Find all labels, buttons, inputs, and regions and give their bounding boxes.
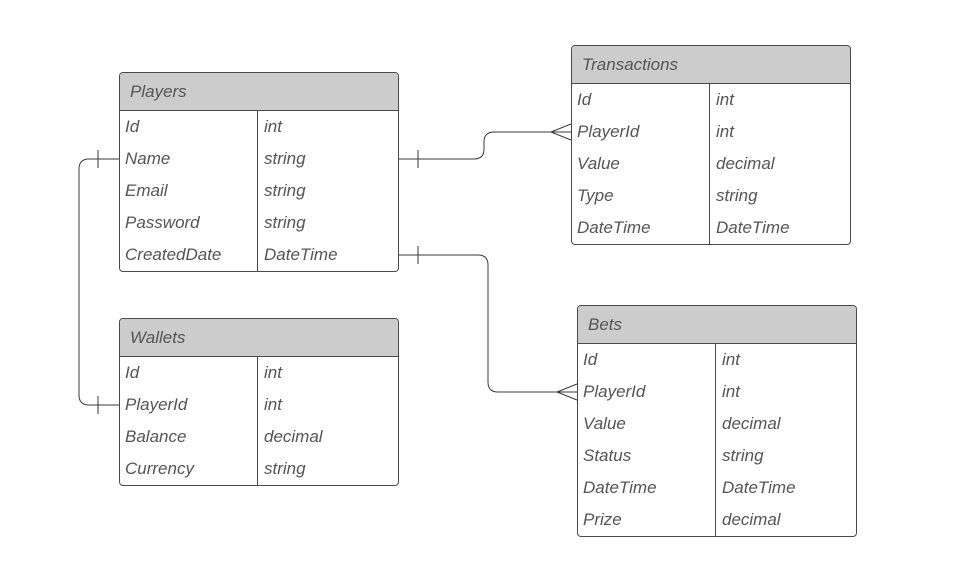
column-type: decimal <box>722 510 781 529</box>
column-name: Balance <box>120 421 258 453</box>
column-name: Type <box>572 180 710 212</box>
column-name: Password <box>120 207 258 239</box>
table-row: Password string <box>120 207 398 239</box>
table-row: Prize decimal <box>578 504 856 536</box>
column-name: Status <box>578 440 716 472</box>
column-type: int <box>264 117 282 136</box>
column-type: int <box>716 122 734 141</box>
table-row: PlayerId int <box>578 376 856 408</box>
table-row: DateTime DateTime <box>572 212 850 244</box>
column-name: Currency <box>120 453 258 485</box>
table-row: Balance decimal <box>120 421 398 453</box>
column-name: Value <box>578 408 716 440</box>
column-type: string <box>722 446 764 465</box>
table-row: Currency string <box>120 453 398 485</box>
connector-players-wallets <box>78 158 119 406</box>
column-name: Email <box>120 175 258 207</box>
column-type: decimal <box>722 414 781 433</box>
column-type: int <box>716 90 734 109</box>
column-name: Prize <box>578 504 716 536</box>
table-header: Transactions <box>572 46 850 84</box>
many-marker <box>550 123 572 141</box>
table-title: Players <box>130 81 187 101</box>
column-name: DateTime <box>572 212 710 244</box>
table-row: Status string <box>578 440 856 472</box>
table-row: Value decimal <box>578 408 856 440</box>
table-title: Transactions <box>582 54 679 74</box>
table-row: Name string <box>120 143 398 175</box>
column-name: Id <box>572 84 710 116</box>
column-type: string <box>264 459 306 478</box>
table-row: PlayerId int <box>572 116 850 148</box>
column-type: string <box>716 186 758 205</box>
column-type: string <box>264 213 306 232</box>
connector-players-bets <box>398 254 577 393</box>
column-name: Id <box>120 111 258 143</box>
column-type: DateTime <box>264 245 338 264</box>
column-name: Id <box>578 344 716 376</box>
connector-players-transactions <box>398 131 571 160</box>
column-name: PlayerId <box>578 376 716 408</box>
column-type: DateTime <box>722 478 796 497</box>
column-type: int <box>264 363 282 382</box>
table-title: Bets <box>588 314 623 334</box>
table-header: Bets <box>578 306 856 344</box>
table-header: Wallets <box>120 319 398 357</box>
column-type: string <box>264 181 306 200</box>
table-row: CreatedDate DateTime <box>120 239 398 271</box>
table-row: PlayerId int <box>120 389 398 421</box>
column-type: decimal <box>716 154 775 173</box>
table-header: Players <box>120 73 398 111</box>
column-type: int <box>722 350 740 369</box>
table-title: Wallets <box>130 327 186 347</box>
column-type: decimal <box>264 427 323 446</box>
column-name: Name <box>120 143 258 175</box>
column-name: PlayerId <box>572 116 710 148</box>
column-type: int <box>722 382 740 401</box>
column-name: Id <box>120 357 258 389</box>
column-name: PlayerId <box>120 389 258 421</box>
column-type: int <box>264 395 282 414</box>
column-name: CreatedDate <box>120 239 258 271</box>
table-row: Email string <box>120 175 398 207</box>
many-marker <box>556 383 578 401</box>
column-name: Value <box>572 148 710 180</box>
column-type: DateTime <box>716 218 790 237</box>
table-row: Type string <box>572 180 850 212</box>
column-name: DateTime <box>578 472 716 504</box>
table-row: DateTime DateTime <box>578 472 856 504</box>
table-row: Value decimal <box>572 148 850 180</box>
column-type: string <box>264 149 306 168</box>
